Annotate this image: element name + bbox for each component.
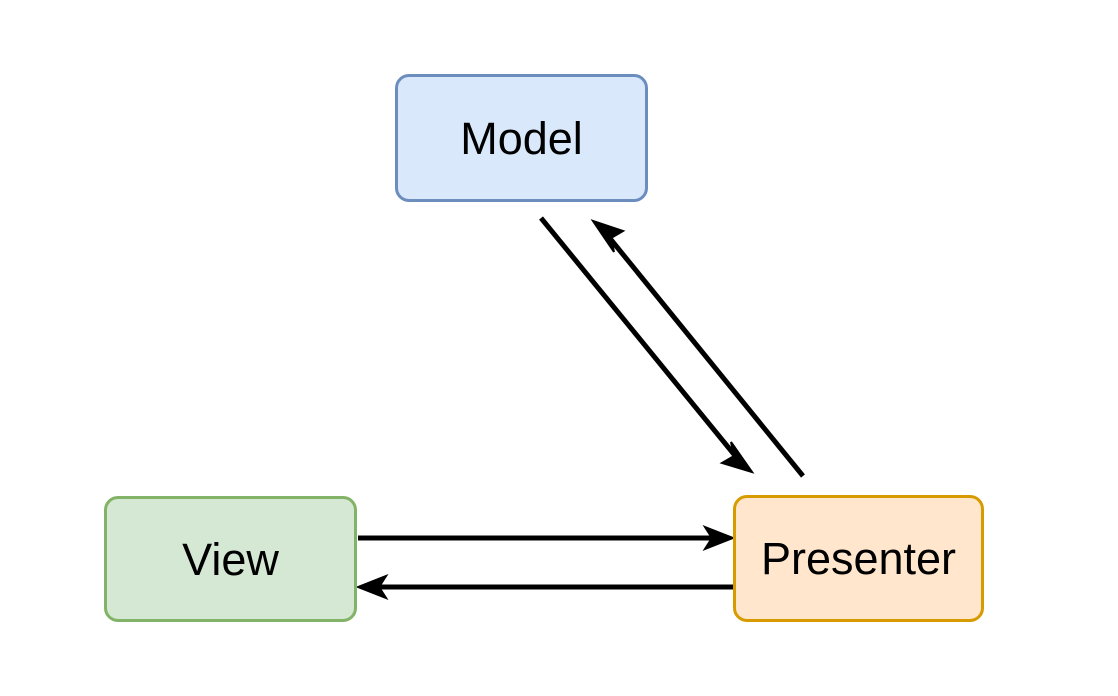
edge-view-to-presenter[interactable] [358, 524, 736, 552]
edge-model-to-presenter[interactable] [539, 216, 755, 474]
edge-presenter-to-model[interactable] [590, 219, 805, 478]
edge-model-to-presenter-arrowhead [719, 441, 755, 474]
edge-view-to-presenter-arrowhead [702, 524, 736, 552]
edge-model-to-presenter-line [539, 216, 739, 460]
node-view[interactable]: View [104, 496, 357, 622]
node-presenter-label: Presenter [760, 533, 957, 584]
edge-presenter-to-view[interactable] [355, 573, 733, 601]
edge-presenter-to-model-arrowhead [590, 219, 626, 253]
node-presenter[interactable]: Presenter [733, 495, 984, 622]
node-view-label: View [182, 533, 279, 585]
edge-presenter-to-view-arrowhead [355, 573, 389, 601]
node-model-label: Model [460, 112, 583, 164]
node-model[interactable]: Model [395, 74, 648, 202]
edge-presenter-to-model-line [606, 234, 805, 478]
